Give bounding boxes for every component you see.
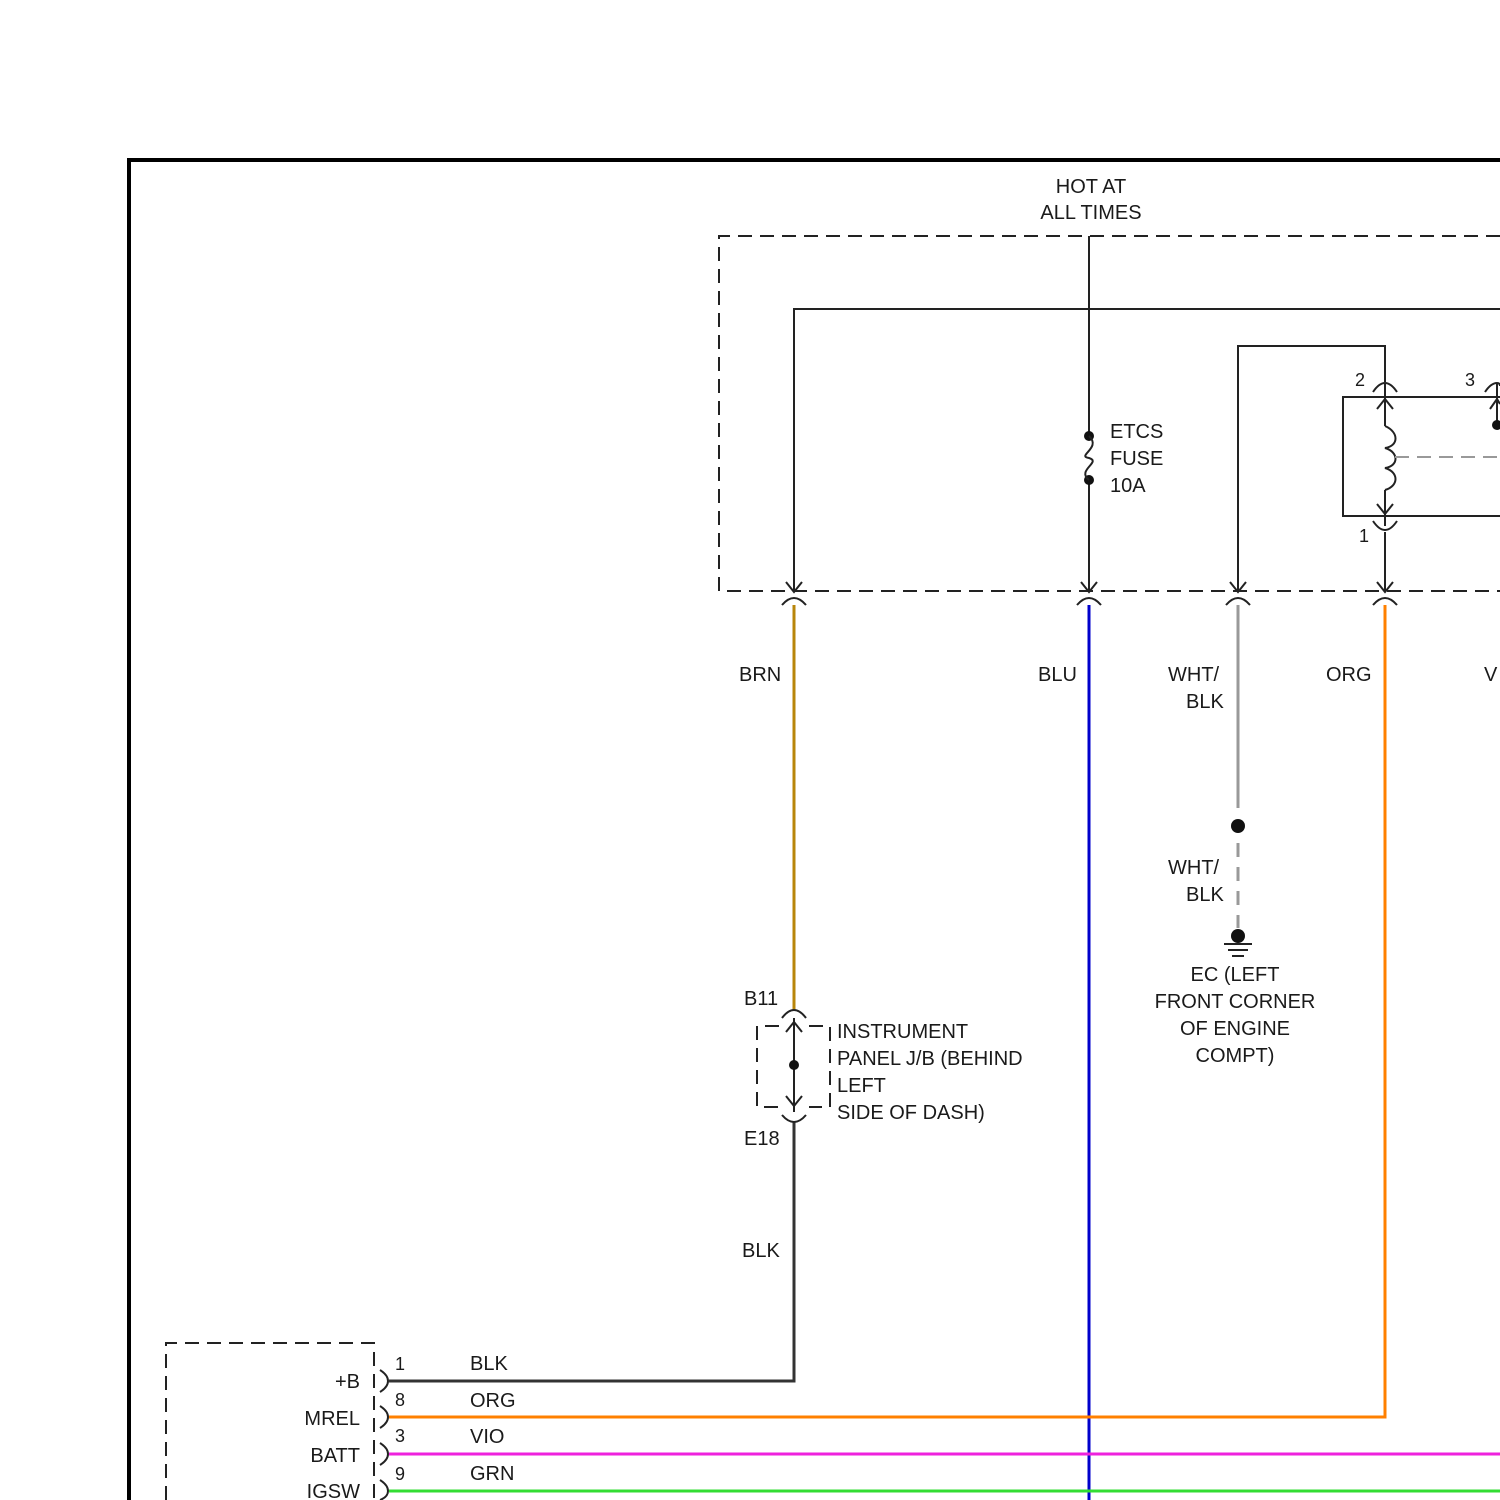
ecm-row-0: +B 1 BLK [335, 1353, 508, 1393]
fuse-label-line3: 10A [1110, 475, 1146, 497]
splice-dot [1231, 819, 1245, 833]
wire-label-wht-blk-1: WHT/ [1168, 664, 1220, 686]
ecm-pin-name: IGSW [307, 1481, 360, 1500]
wire-label-blu: BLU [1038, 664, 1077, 686]
ecm-wire-label: ORG [470, 1390, 516, 1412]
wire-label-wht-blk-3: WHT/ [1168, 857, 1220, 879]
ground-label-line3: OF ENGINE [1180, 1018, 1290, 1040]
fuse-label-line1: ETCS [1110, 421, 1163, 443]
jb-connector-icon [782, 1010, 806, 1122]
ecm-wire-label: GRN [470, 1463, 514, 1485]
ecm-pin-number: 9 [395, 1464, 405, 1484]
connector-cups [782, 598, 1397, 605]
jb-pin-bottom: E18 [744, 1128, 780, 1150]
ecm-pin-cup [380, 1443, 388, 1465]
wire-label-wht-blk-4: BLK [1186, 884, 1224, 906]
ecm-wire-label: BLK [470, 1353, 508, 1375]
jb-label-line2: PANEL J/B (BEHIND [837, 1048, 1023, 1070]
ecm-pin-cup [380, 1480, 388, 1500]
wire-blk [389, 1122, 794, 1381]
jb-label-line3: LEFT [837, 1075, 886, 1097]
wire-label-blk: BLK [742, 1240, 780, 1262]
wire-label-org: ORG [1326, 664, 1372, 686]
wire-label-vio-partial: V [1484, 664, 1498, 686]
jb-pin-top: B11 [744, 988, 778, 1010]
ecm-pin-number: 3 [395, 1426, 405, 1446]
ground-icon [1224, 929, 1252, 956]
ecm-pin-number: 8 [395, 1390, 405, 1410]
diagram-frame [129, 160, 1500, 1500]
ground-label-line4: COMPT) [1196, 1045, 1275, 1067]
ecm-pin-cup [380, 1370, 388, 1392]
wire-label-wht-blk-2: BLK [1186, 691, 1224, 713]
ecm-pin-number: 1 [395, 1354, 405, 1374]
fuse-label-line2: FUSE [1110, 448, 1163, 470]
etcs-fuse-icon [1084, 431, 1094, 485]
relay-coil-icon [1373, 383, 1500, 530]
wire-label-brn: BRN [739, 664, 781, 686]
ecm-pin-cup [380, 1406, 388, 1428]
jb-label-line4: SIDE OF DASH) [837, 1102, 985, 1124]
ecm-row-2: BATT 3 VIO [310, 1426, 504, 1467]
power-label-line2: ALL TIMES [1040, 202, 1141, 224]
relay-switch-icon [1485, 383, 1500, 430]
relay-pin-2: 2 [1355, 370, 1365, 390]
ecm-row-3: IGSW 9 GRN [307, 1463, 515, 1500]
ground-label-line1: EC (LEFT [1191, 964, 1280, 986]
power-label-line1: HOT AT [1056, 176, 1126, 198]
ecm-pin-name: BATT [310, 1445, 360, 1467]
relay-pin-1: 1 [1359, 526, 1369, 546]
jb-label-line1: INSTRUMENT [837, 1021, 968, 1043]
ground-label-line2: FRONT CORNER [1155, 991, 1316, 1013]
relay-pin-3: 3 [1465, 370, 1475, 390]
ecm-wire-label: VIO [470, 1426, 504, 1448]
ecm-pin-name: +B [335, 1371, 360, 1393]
ecm-row-1: MREL 8 ORG [304, 1390, 515, 1430]
ecm-pin-name: MREL [304, 1408, 360, 1430]
engine-room-junction-box [719, 236, 1500, 591]
